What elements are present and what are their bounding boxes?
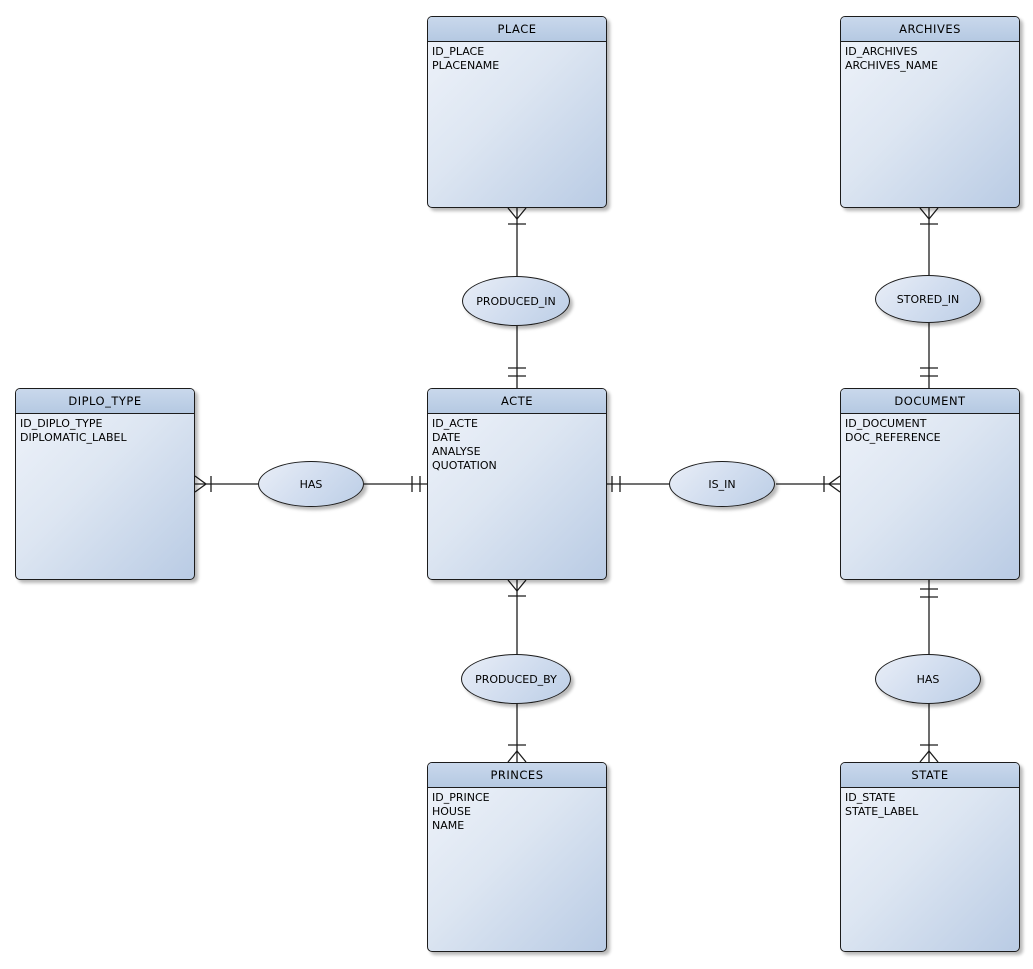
connector-produced-in <box>507 207 527 388</box>
attribute: ID_PRINCE <box>432 791 490 804</box>
cardinality-crow-foot-icon <box>194 475 208 493</box>
entity-attributes: ID_STATE STATE_LABEL <box>841 788 1019 822</box>
entity-place[interactable]: PLACE ID_PLACE PLACENAME <box>427 16 607 208</box>
entity-document[interactable]: DOCUMENT ID_DOCUMENT DOC_REFERENCE <box>840 388 1020 580</box>
connector-stored-in <box>919 207 939 388</box>
entity-attributes: ID_PLACE PLACENAME <box>428 42 606 76</box>
relationship-produced-by[interactable]: PRODUCED_BY <box>461 654 571 704</box>
entity-title: ARCHIVES <box>841 17 1019 42</box>
relationship-label: IS_IN <box>708 477 736 491</box>
entity-title: STATE <box>841 763 1019 788</box>
entity-attributes: ID_PRINCE HOUSE NAME <box>428 788 606 836</box>
relationship-has-document-state[interactable]: HAS <box>875 654 981 704</box>
entity-princes[interactable]: PRINCES ID_PRINCE HOUSE NAME <box>427 762 607 952</box>
entity-diplo-type[interactable]: DIPLO_TYPE ID_DIPLO_TYPE DIPLOMATIC_LABE… <box>15 388 195 580</box>
cardinality-crow-foot-icon <box>507 579 527 593</box>
attribute: QUOTATION <box>432 459 497 472</box>
entity-title: PLACE <box>428 17 606 42</box>
relationship-label: STORED_IN <box>896 292 960 306</box>
relationship-label: PRODUCED_BY <box>475 672 557 686</box>
attribute: DOC_REFERENCE <box>845 431 941 444</box>
relationship-has-diplo-acte[interactable]: HAS <box>258 461 364 507</box>
entity-archives[interactable]: ARCHIVES ID_ARCHIVES ARCHIVES_NAME <box>840 16 1020 208</box>
attribute: NAME <box>432 819 465 832</box>
relationship-stored-in[interactable]: STORED_IN <box>875 275 981 323</box>
entity-title: PRINCES <box>428 763 606 788</box>
entity-state[interactable]: STATE ID_STATE STATE_LABEL <box>840 762 1020 952</box>
attribute: HOUSE <box>432 805 471 818</box>
relationship-label: PRODUCED_IN <box>476 294 556 308</box>
attribute: ID_PLACE <box>432 45 485 58</box>
attribute: ID_STATE <box>845 791 896 804</box>
entity-attributes: ID_DIPLO_TYPE DIPLOMATIC_LABEL <box>16 414 194 448</box>
entity-acte[interactable]: ACTE ID_ACTE DATE ANALYSE QUOTATION <box>427 388 607 580</box>
connector-has-document-state <box>919 580 939 763</box>
relationship-label: HAS <box>916 672 940 686</box>
attribute: PLACENAME <box>432 59 500 72</box>
attribute: ARCHIVES_NAME <box>845 59 938 72</box>
entity-attributes: ID_DOCUMENT DOC_REFERENCE <box>841 414 1019 448</box>
relationship-label: HAS <box>299 477 323 491</box>
entity-title: DIPLO_TYPE <box>16 389 194 414</box>
cardinality-crow-foot-icon <box>827 475 841 493</box>
attribute: ID_ACTE <box>432 417 478 430</box>
entity-title: ACTE <box>428 389 606 414</box>
attribute: STATE_LABEL <box>845 805 919 818</box>
attribute: DATE <box>432 431 461 444</box>
connector-is-in <box>607 475 841 493</box>
attribute: ID_ARCHIVES <box>845 45 918 58</box>
connector-produced-by <box>507 579 527 763</box>
relationship-produced-in[interactable]: PRODUCED_IN <box>462 276 570 326</box>
relationship-is-in[interactable]: IS_IN <box>669 461 775 507</box>
entity-attributes: ID_ACTE DATE ANALYSE QUOTATION <box>428 414 606 476</box>
attribute: ID_DOCUMENT <box>845 417 927 430</box>
cardinality-crow-foot-icon <box>919 749 939 763</box>
connector-has-diplo-acte <box>194 475 427 493</box>
entity-attributes: ID_ARCHIVES ARCHIVES_NAME <box>841 42 1019 76</box>
cardinality-crow-foot-icon <box>507 749 527 763</box>
attribute: ANALYSE <box>432 445 481 458</box>
cardinality-crow-foot-icon <box>919 207 939 221</box>
cardinality-crow-foot-icon <box>507 207 527 221</box>
entity-title: DOCUMENT <box>841 389 1019 414</box>
attribute: ID_DIPLO_TYPE <box>20 417 103 430</box>
attribute: DIPLOMATIC_LABEL <box>20 431 127 444</box>
